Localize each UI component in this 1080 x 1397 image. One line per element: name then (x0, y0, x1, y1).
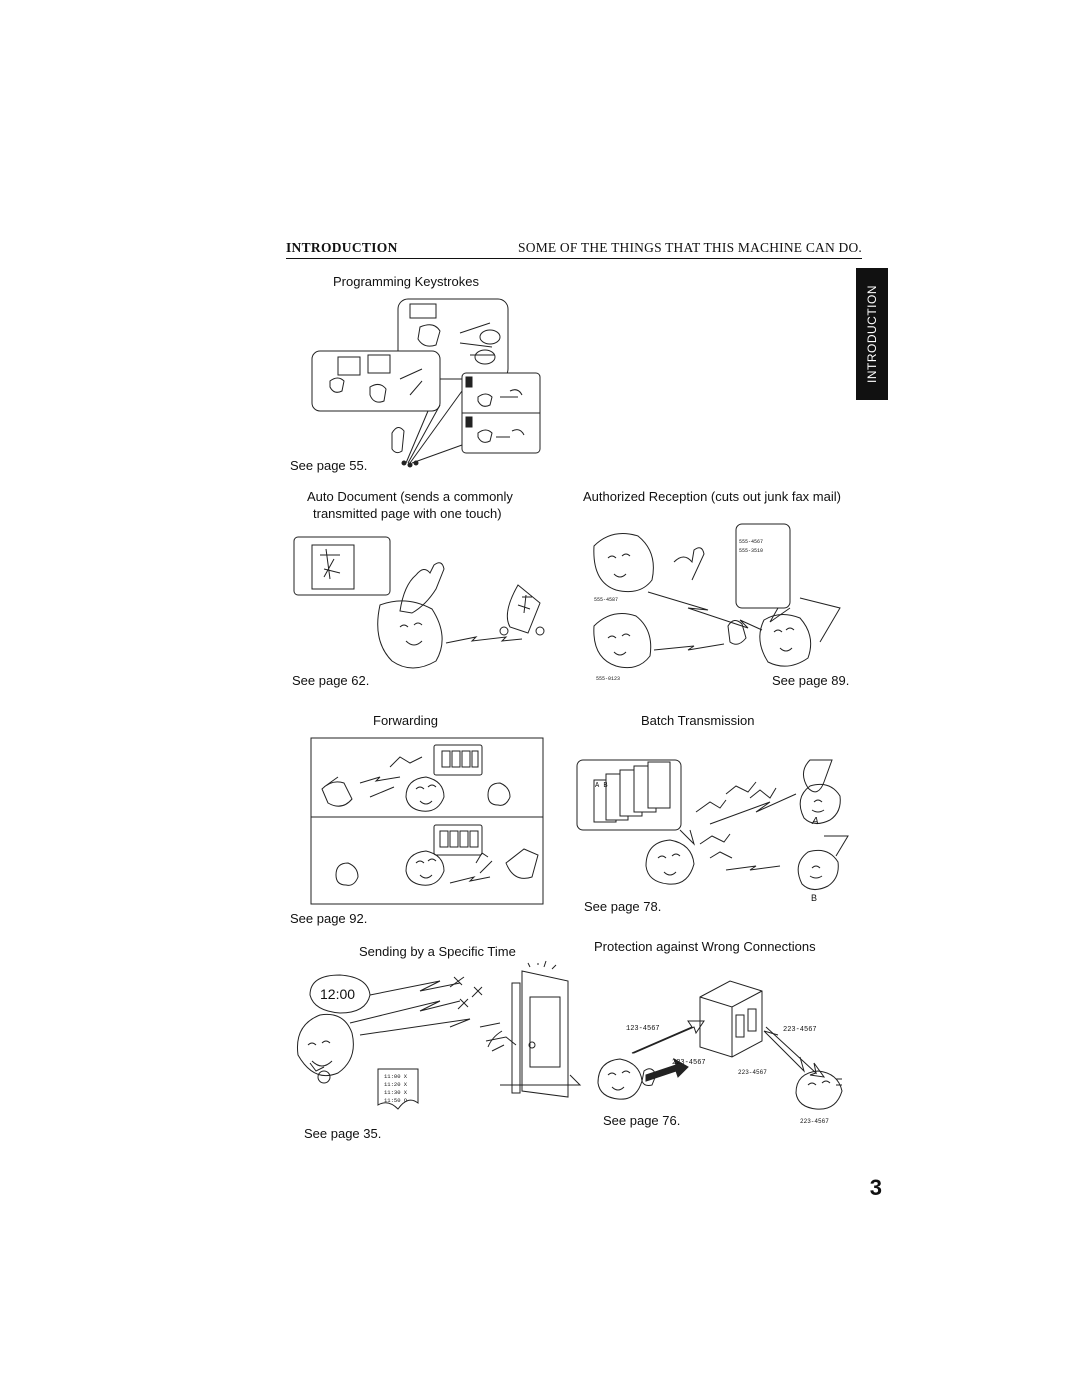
see-page-92: See page 92. (290, 911, 368, 926)
batch-mini-label-a: A (595, 782, 600, 790)
see-page-55: See page 55. (290, 458, 368, 473)
authorized-number-list: 555-4567 555-3510 (739, 538, 763, 556)
wrong-number-223-top: 223-4567 (783, 1026, 817, 1034)
see-page-76: See page 76. (603, 1113, 681, 1128)
authorized-number-1: 555-4587 (594, 597, 619, 603)
feature-title-protection-wrong-connections: Protection against Wrong Connections (594, 939, 816, 954)
schedule-item: 11:30 X (384, 1089, 408, 1096)
schedule-item: 11:00 X (384, 1073, 408, 1080)
page-title: SOME OF THE THINGS THAT THIS MACHINE CAN… (518, 240, 862, 255)
see-page-35: See page 35. (304, 1126, 382, 1141)
feature-title-auto-document: Auto Document (sends a commonly (307, 489, 513, 504)
clock-time: 12:00 (320, 986, 356, 1002)
feature-title-authorized-reception: Authorized Reception (cuts out junk fax … (583, 489, 841, 504)
side-tab-label: INTRODUCTION (865, 285, 879, 383)
see-page-89: See page 89. (772, 673, 850, 688)
header-rule (286, 258, 862, 259)
schedule-list: 11:00 X 11:20 X 11:30 X 11:50 O (384, 1073, 407, 1105)
sending-by-time-illustration (290, 965, 582, 1125)
authorized-reception-illustration (588, 522, 848, 682)
authorized-list-item: 555-3510 (739, 548, 764, 554)
page-number: 3 (869, 1175, 882, 1200)
programming-keystrokes-illustration (310, 295, 545, 470)
feature-title-forwarding: Forwarding (373, 713, 439, 728)
auto-document-illustration (290, 535, 550, 675)
section-header: INTRODUCTION (286, 240, 398, 255)
see-page-62: See page 62. (292, 673, 370, 688)
schedule-item: 11:20 X (384, 1081, 408, 1088)
protection-wrong-connections-illustration (596, 975, 852, 1120)
batch-mini-label-b: B (603, 782, 608, 790)
feature-title-programming: Programming Keystrokes (333, 274, 479, 289)
see-page-78: See page 78. (584, 899, 662, 914)
feature-title-auto-document-line2: transmitted page with one touch) (313, 506, 502, 521)
authorized-number-2: 555-0123 (596, 676, 621, 682)
wrong-number-223-bottom: 223-4567 (800, 1118, 829, 1125)
batch-label-b: B (811, 893, 818, 903)
wrong-number-123: 123-4567 (626, 1025, 660, 1033)
batch-mini-label: A B (595, 782, 608, 791)
batch-transmission-illustration (576, 758, 866, 898)
side-tab: INTRODUCTION (856, 268, 888, 400)
wrong-number-223-small: 223-4567 (738, 1069, 767, 1076)
wrong-number-223-mid: 223-4567 (672, 1059, 706, 1067)
feature-title-sending-by-specific-time: Sending by a Specific Time (359, 944, 516, 959)
schedule-item: 11:50 O (384, 1097, 408, 1104)
authorized-list-item: 555-4567 (739, 539, 764, 545)
forwarding-illustration (310, 737, 544, 907)
batch-label-a: A (812, 816, 819, 827)
feature-title-batch-transmission: Batch Transmission (641, 713, 755, 728)
